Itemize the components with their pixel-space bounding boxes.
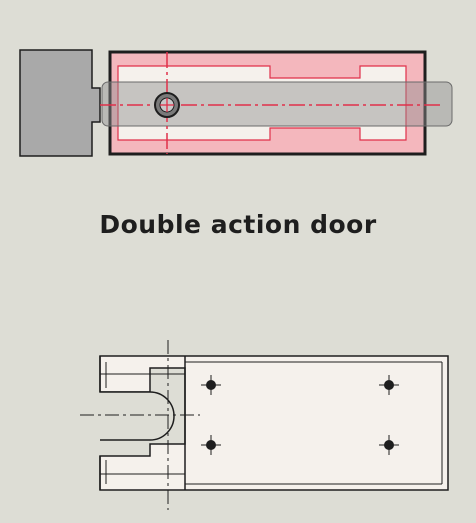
screw-hole [201,435,221,455]
door-arm-overlay [101,81,453,127]
screw-hole [379,435,399,455]
screw-hole [201,375,221,395]
hinge-block [19,49,101,157]
closer-cavity [117,65,407,141]
top-drawing [19,49,453,157]
screw-hole [379,375,399,395]
pivot-point [154,92,180,118]
bottom-drawing [80,340,449,510]
diagram-caption: Double action door [99,210,377,239]
slot [100,391,175,441]
